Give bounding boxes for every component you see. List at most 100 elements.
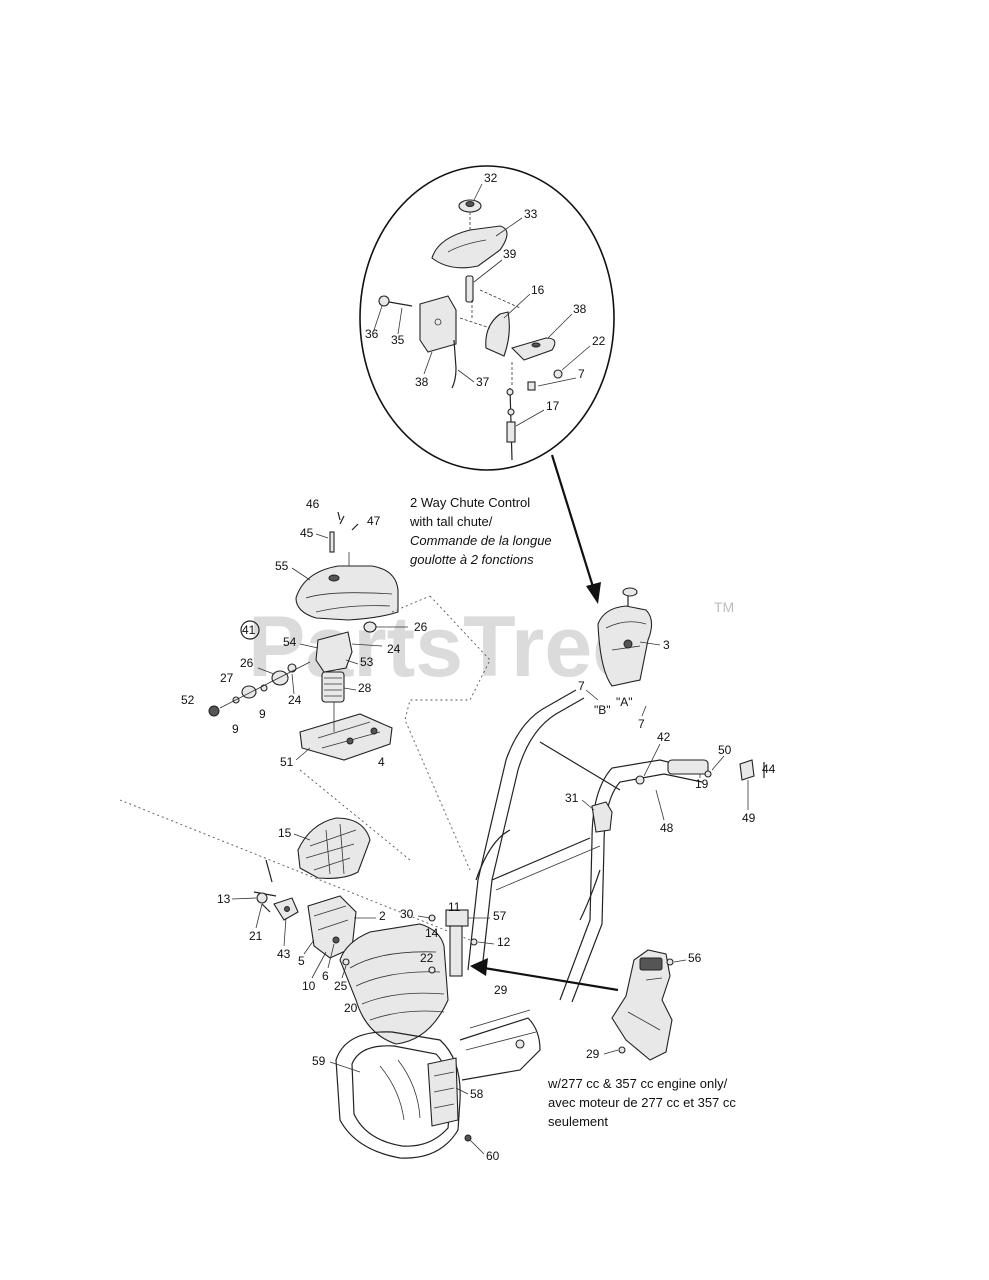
part-42 [635, 775, 645, 785]
callout-43: 43 [277, 947, 291, 961]
part-38-plate-right [510, 337, 556, 361]
chute-caption-line-3: Commande de la longue [410, 533, 552, 548]
callout-47: 47 [367, 514, 381, 528]
part-20-chute-ring [339, 923, 449, 1045]
detail-circle [359, 165, 615, 471]
part-12 [470, 938, 478, 946]
callout-14: 14 [425, 926, 439, 940]
part-60 [464, 1134, 472, 1142]
callout-48: 48 [660, 821, 674, 835]
callout-15: 15 [278, 826, 292, 840]
callout-12: 12 [497, 935, 511, 949]
chute-assembly: 41 [208, 511, 408, 761]
watermark-tm: TM [714, 599, 734, 615]
callout-B: "B" [594, 703, 611, 717]
callout-56: 56 [688, 951, 702, 965]
part-27 [241, 685, 257, 699]
callout-25: 25 [334, 979, 348, 993]
callout-16: 16 [531, 283, 545, 297]
callout-19: 19 [695, 777, 709, 791]
part-29-inset [618, 1046, 626, 1054]
callout-4: 4 [378, 755, 385, 769]
callout-5: 5 [298, 954, 305, 968]
part-52-nut [208, 705, 220, 717]
callout-33: 33 [524, 207, 538, 221]
part-58 [427, 1057, 459, 1127]
part-50 [704, 770, 712, 778]
part-19-grip [667, 759, 709, 775]
callout-44: 44 [762, 762, 776, 776]
callout-53: 53 [360, 655, 374, 669]
callout-22-lower: 22 [420, 951, 434, 965]
callout-55: 55 [275, 559, 289, 573]
handle-frame [467, 689, 765, 1003]
callout-52: 52 [181, 693, 195, 707]
part-4-base [299, 713, 393, 761]
callout-17: 17 [546, 399, 560, 413]
callout-49: 49 [742, 811, 756, 825]
callout-26-right: 26 [414, 620, 428, 634]
callout-2: 2 [379, 909, 386, 923]
callout-10: 10 [302, 979, 316, 993]
part-25 [342, 958, 350, 966]
callout-28: 28 [358, 681, 372, 695]
handle-callouts: 50 42 44 31 19 48 49 [565, 730, 776, 835]
callout-59: 59 [312, 1054, 326, 1068]
part-36-bolt [378, 295, 413, 307]
chute-callouts: 46 47 45 55 26 54 24 53 26 27 24 28 52 9… [181, 497, 428, 769]
callout-46: 46 [306, 497, 320, 511]
part-45-screw [329, 531, 335, 553]
part-28-spring [321, 671, 345, 703]
part-22-lower [428, 966, 436, 974]
part-38-block-left [419, 295, 457, 353]
chute-mounted-callouts: 3 7 "B" "A" 7 [578, 638, 670, 731]
part-26-right [363, 621, 377, 633]
callout-29-lower: 29 [494, 983, 508, 997]
callout-7-detail: 7 [578, 367, 585, 381]
callout-57: 57 [493, 909, 507, 923]
callout-32: 32 [484, 171, 498, 185]
chute-caption-line-1: 2 Way Chute Control [410, 495, 530, 510]
part-17-cable [506, 387, 516, 461]
callout-36: 36 [365, 327, 379, 341]
chute-control-detail [359, 165, 615, 471]
part-37-rod [451, 339, 457, 389]
engine-caption-line-1: w/277 cc & 357 cc engine only/ [547, 1076, 728, 1091]
callout-7-handle-left: 7 [578, 679, 585, 693]
callout-6: 6 [322, 969, 329, 983]
callout-20: 20 [344, 1001, 358, 1015]
callout-27: 27 [220, 671, 234, 685]
callout-11: 11 [448, 900, 461, 914]
engine-inset [611, 949, 674, 1061]
callout-39: 39 [503, 247, 517, 261]
part-26-left [271, 670, 289, 686]
engine-arrow [470, 958, 619, 992]
callout-54: 54 [283, 635, 297, 649]
engine-inset-callouts: 56 29 [586, 951, 702, 1061]
callout-22-detail: 22 [592, 334, 606, 348]
part-46 [337, 511, 345, 525]
part-31 [591, 801, 613, 833]
callout-26-left: 26 [240, 656, 254, 670]
callout-38-left: 38 [415, 375, 429, 389]
callout-24-right: 24 [387, 642, 401, 656]
callout-50: 50 [718, 743, 732, 757]
chute-caption: 2 Way Chute Control with tall chute/ Com… [409, 495, 552, 567]
part-15-panel [297, 817, 371, 879]
part-13-21 [253, 859, 277, 913]
part-53-chute-lower [315, 631, 353, 673]
callout-9-b: 9 [259, 707, 266, 721]
callout-13: 13 [217, 892, 231, 906]
part-16-bracket [485, 311, 510, 357]
callout-41: 41 [242, 623, 256, 637]
part-32-knob [458, 199, 482, 213]
detail-arrow [550, 454, 601, 604]
part-33-cover [431, 225, 508, 269]
part-47 [351, 523, 359, 531]
auger-callouts: 59 58 60 [312, 1054, 500, 1163]
callout-45: 45 [300, 526, 314, 540]
callout-29-inset: 29 [586, 1047, 600, 1061]
callout-30: 30 [400, 907, 414, 921]
engine-caption-line-2: avec moteur de 277 cc et 357 cc [548, 1095, 736, 1110]
